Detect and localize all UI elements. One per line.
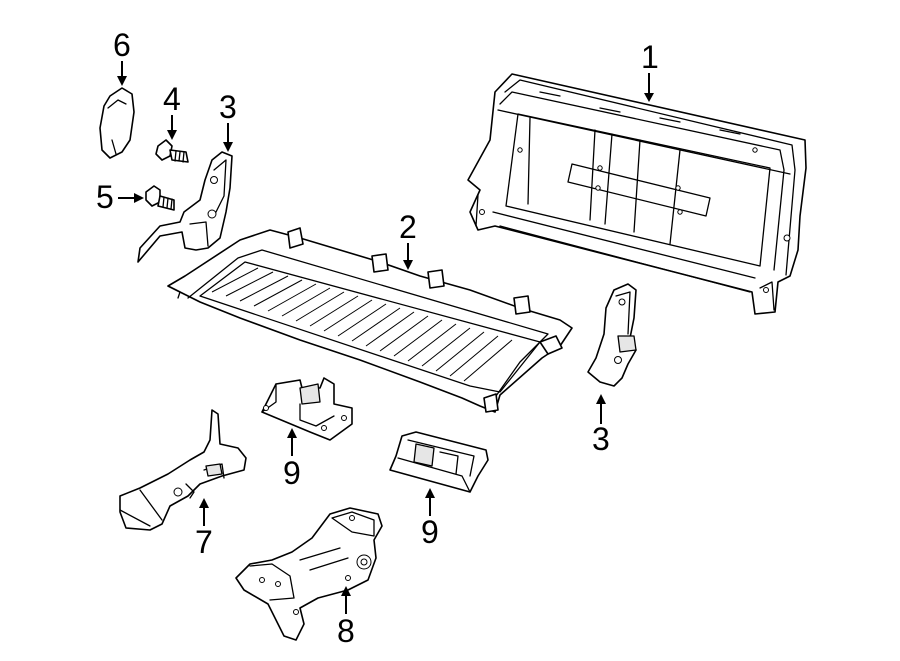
callout-5: 5 bbox=[96, 179, 144, 215]
callout-number-8: 8 bbox=[337, 613, 355, 649]
latch-bracket-left bbox=[261, 377, 353, 441]
hinge-bracket-left bbox=[137, 151, 233, 263]
callout-6: 6 bbox=[113, 27, 131, 86]
callout-number-7: 7 bbox=[195, 524, 213, 560]
callout-2: 2 bbox=[399, 209, 417, 270]
callout-number-4: 4 bbox=[163, 81, 181, 117]
callout-4: 4 bbox=[163, 81, 181, 140]
callout-9-right: 9 bbox=[421, 488, 439, 550]
hinge-bracket-right bbox=[587, 283, 637, 387]
callout-number-9-left: 9 bbox=[283, 455, 301, 491]
hinge-cover-cap bbox=[99, 87, 135, 159]
seat-riser bbox=[235, 507, 383, 641]
seat-cushion-frame bbox=[167, 227, 573, 413]
callout-3-right: 3 bbox=[592, 394, 610, 457]
callout-number-6: 6 bbox=[113, 27, 131, 63]
callout-7: 7 bbox=[195, 498, 213, 560]
bolt-4 bbox=[155, 139, 189, 163]
latch-bracket-right bbox=[389, 431, 489, 493]
callout-3-left: 3 bbox=[219, 89, 237, 152]
callout-number-3-right: 3 bbox=[592, 421, 610, 457]
side-support bbox=[119, 409, 247, 531]
callout-number-5: 5 bbox=[96, 179, 114, 215]
bolt-5 bbox=[145, 185, 175, 211]
callout-number-2: 2 bbox=[399, 209, 417, 245]
callout-number-9-right: 9 bbox=[421, 514, 439, 550]
seat-back-frame bbox=[467, 73, 807, 315]
callout-number-3-left: 3 bbox=[219, 89, 237, 125]
callout-9-left: 9 bbox=[283, 428, 301, 491]
callout-8: 8 bbox=[337, 586, 355, 649]
cushion-slats bbox=[211, 267, 513, 382]
callout-1: 1 bbox=[641, 39, 659, 102]
callout-number-1: 1 bbox=[641, 39, 659, 75]
